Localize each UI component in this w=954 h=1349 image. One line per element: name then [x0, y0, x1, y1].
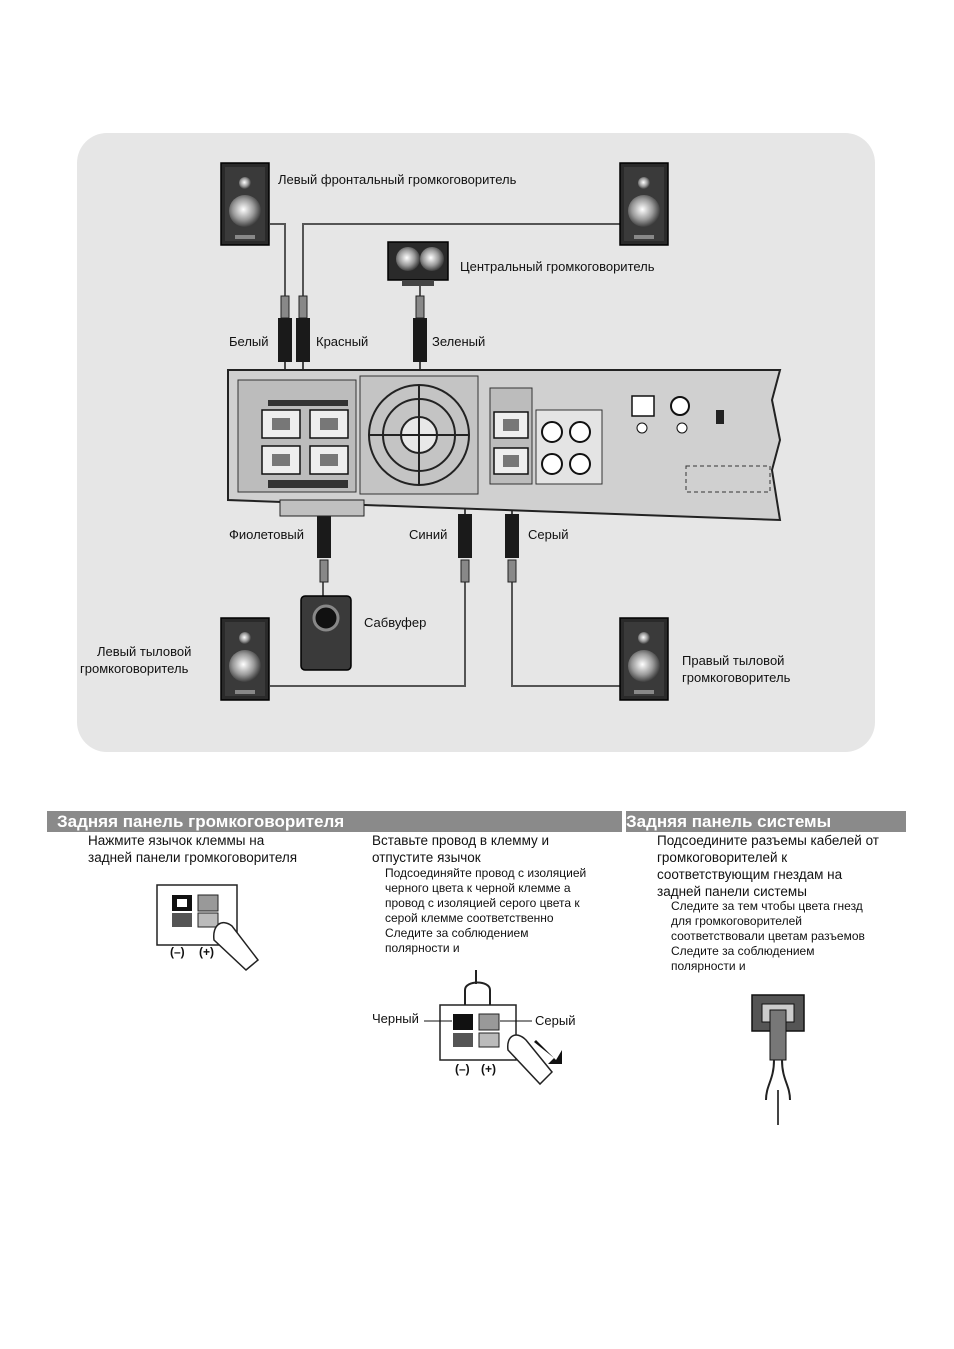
plug-green [413, 295, 427, 362]
minus-polarity-label-2: (–) [455, 1062, 470, 1076]
plug-gray [505, 514, 519, 583]
center-speaker-icon [387, 241, 449, 286]
system-panel-header: Задняя панель системы [626, 811, 906, 832]
front-left-speaker-label: Левый фронтальный громкоговоритель [278, 172, 517, 187]
subwoofer-label: Сабвуфер [364, 615, 427, 630]
wire-blue-label: Синий [409, 527, 448, 542]
black-terminal-label: Черный [372, 1011, 419, 1026]
speaker-step2-text: Вставьте провод в клемму и отпустите язы… [372, 833, 550, 865]
system-jack-illustration [751, 994, 805, 1125]
wire-violet-label: Фиолетовый [229, 527, 305, 542]
plug-blue [458, 514, 472, 583]
rear-right-speaker-label-1: Правый тыловой [682, 653, 785, 668]
wire-green-label: Зеленый [432, 334, 486, 349]
subwoofer-icon [300, 595, 352, 671]
front-left-speaker-icon [220, 162, 270, 246]
plug-violet [317, 514, 331, 583]
plus-polarity-label: (+) [199, 945, 214, 959]
plug-red [296, 295, 310, 362]
center-speaker-label: Центральный громкоговоритель [460, 259, 655, 274]
terminal-insert-illustration [424, 970, 562, 1086]
rear-right-speaker-icon [619, 617, 669, 701]
speaker-step2-note: Подсоединяйте провод с изоляцией черного… [385, 866, 587, 955]
rear-left-speaker-icon [220, 617, 270, 701]
system-step-text: Подсоедините разъемы кабелей от громкого… [657, 833, 879, 899]
terminal-press-illustration [156, 884, 260, 972]
wire-white-label: Белый [229, 334, 269, 349]
front-right-speaker-icon [619, 162, 669, 246]
rear-right-speaker-label-2: громкоговоритель [682, 670, 791, 685]
rear-left-speaker-label-1: Левый тыловой [97, 644, 192, 659]
system-step-note: Следите за тем чтобы цвета гнезд для гро… [671, 899, 865, 973]
speaker-panel-header: Задняя панель громкоговорителя [47, 811, 622, 832]
rear-left-speaker-label-2: громкоговоритель [80, 661, 189, 676]
wire-gray-label: Серый [528, 527, 569, 542]
wire-red-label: Красный [316, 334, 369, 349]
gray-terminal-label: Серый [535, 1013, 576, 1028]
receiver-rear-panel [227, 369, 782, 522]
plus-polarity-label-2: (+) [481, 1062, 496, 1076]
minus-polarity-label: (–) [170, 945, 185, 959]
speaker-step1-text: Нажмите язычок клеммы на задней панели г… [88, 833, 298, 865]
plug-white [278, 295, 292, 362]
